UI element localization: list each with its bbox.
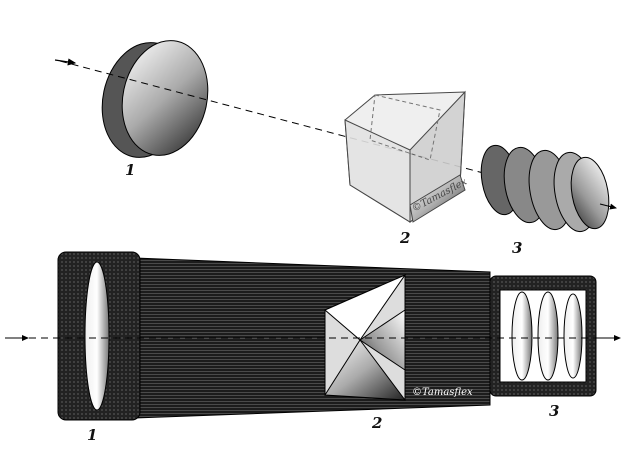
objective-lens-bottom xyxy=(84,261,110,411)
monocular-body: ©Tamasflex xyxy=(57,251,597,421)
objective-lens xyxy=(101,40,209,158)
watermark-bottom: ©Tamasflex xyxy=(412,387,473,398)
ray-arrow-out xyxy=(599,203,617,210)
label-eyepiece-3: 3 xyxy=(549,402,559,420)
label-lens-1: 1 xyxy=(125,161,135,179)
label-prism-2-bottom: 2 xyxy=(371,414,382,432)
label-lens-group-3: 3 xyxy=(512,239,522,257)
eyepiece-lens-group xyxy=(480,144,610,233)
prism: ©Tamasflex xyxy=(344,90,469,223)
ray-arrow-in xyxy=(54,58,77,66)
label-objective-1: 1 xyxy=(87,426,97,444)
label-prism-2: 2 xyxy=(399,229,410,247)
